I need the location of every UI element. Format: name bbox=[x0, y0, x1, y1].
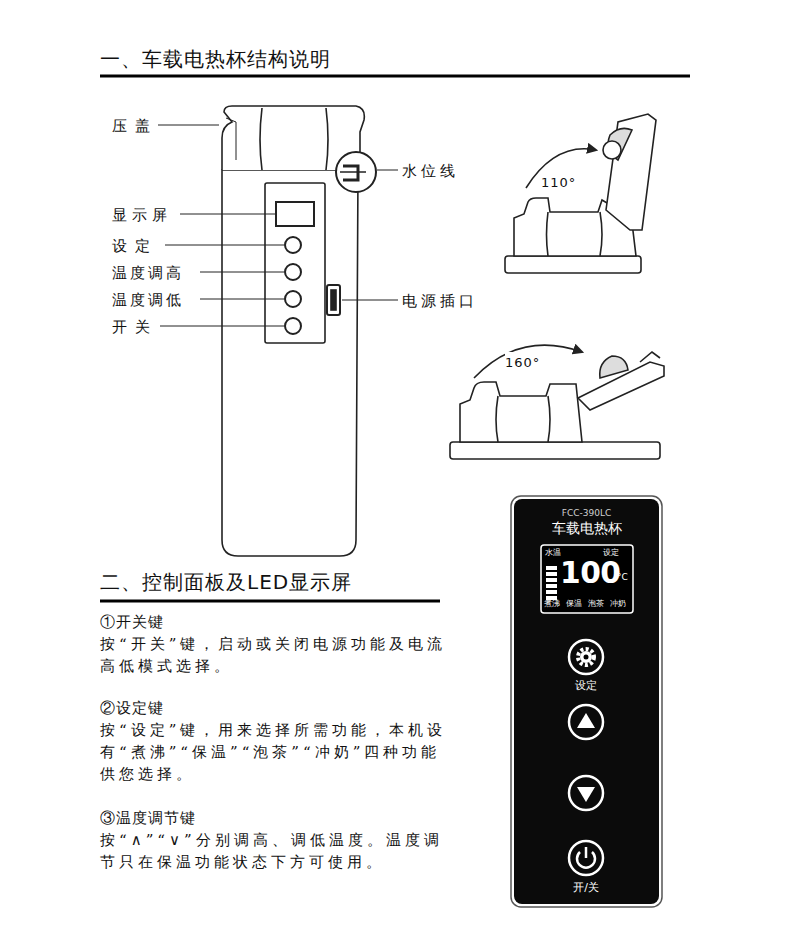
section-heading: 二、控制面板及LED显示屏 bbox=[100, 571, 352, 593]
part-label: 显示屏 bbox=[112, 204, 172, 226]
item-heading: ③温度调节键 bbox=[100, 807, 196, 829]
product-name: 车载电热杯 bbox=[514, 520, 659, 536]
lid-open-110 bbox=[505, 114, 656, 273]
button-label: 设定 bbox=[563, 680, 609, 693]
cup-drawing bbox=[222, 106, 376, 556]
part-label: 温度调高 bbox=[112, 262, 184, 284]
lid-open-160 bbox=[450, 345, 664, 459]
item-heading: ①开关键 bbox=[100, 611, 164, 633]
level-bar bbox=[546, 590, 557, 594]
section-heading: 一、车载电热杯结构说明 bbox=[100, 46, 331, 73]
item-heading: ②设定键 bbox=[100, 697, 164, 719]
mode-tag: 冲奶 bbox=[610, 600, 630, 609]
lcd-digits: 100 bbox=[560, 556, 618, 590]
mode-tag: 泡茶 bbox=[588, 600, 608, 609]
item-body: 按“开关”键，启动或关闭电源功能及电流高低模式选择。 bbox=[100, 633, 450, 677]
lcd-unit: °C bbox=[617, 572, 631, 582]
level-bar bbox=[546, 566, 557, 570]
heading-rule bbox=[100, 600, 440, 603]
level-bar bbox=[546, 572, 557, 576]
part-label: 温度调低 bbox=[112, 289, 184, 311]
lcd-display: 水温设定100°C煮沸保温泡茶冲奶 bbox=[541, 545, 633, 613]
heading-rule bbox=[100, 75, 690, 78]
control-panel-face: FCC-390LC车载电热杯水温设定100°C煮沸保温泡茶冲奶设定开/关 bbox=[514, 499, 659, 904]
part-label: 设定 bbox=[112, 235, 158, 257]
part-label: 水位线 bbox=[402, 160, 459, 182]
level-bar bbox=[546, 584, 557, 588]
button-label: 开/关 bbox=[563, 882, 609, 895]
mode-tag: 保温 bbox=[566, 600, 586, 609]
power-button: 开/关 bbox=[563, 839, 609, 901]
level-bar bbox=[546, 578, 557, 582]
angle-label: 160° bbox=[505, 352, 540, 374]
angle-label: 110° bbox=[541, 172, 576, 194]
leader-line bbox=[158, 125, 398, 326]
item-body: 按“∧”“∨”分别调高、调低温度。温度调节只在保温功能状态下方可使用。 bbox=[100, 829, 450, 873]
part-label: 电源插口 bbox=[402, 290, 478, 312]
mode-tag: 煮沸 bbox=[544, 600, 564, 609]
control-panel bbox=[511, 496, 662, 907]
model-number: FCC-390LC bbox=[514, 508, 659, 518]
part-label: 压盖 bbox=[112, 115, 158, 137]
item-body: 按“设定”键，用来选择所需功能，本机设有“煮沸”“保温”“泡茶”“冲奶”四种功能… bbox=[100, 719, 450, 785]
set-button: 设定 bbox=[563, 638, 609, 698]
part-label: 开关 bbox=[112, 316, 158, 338]
